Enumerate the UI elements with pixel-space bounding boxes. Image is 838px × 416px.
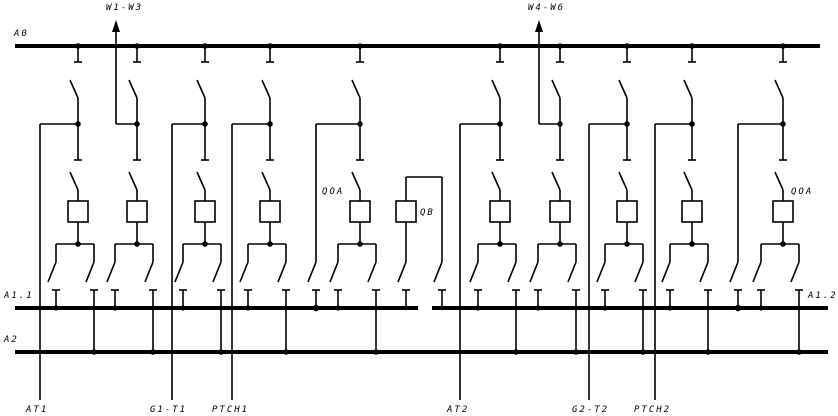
bus-a1-junction — [667, 305, 673, 311]
label-qb: QB — [420, 208, 435, 218]
incoming-line — [39, 123, 78, 400]
circuit-breaker — [126, 200, 148, 223]
label-g2-t2: G2-T2 — [572, 405, 609, 415]
bus-a2-junction — [150, 349, 156, 355]
incoming-line — [171, 123, 205, 400]
bus-a1-junction — [245, 305, 251, 311]
circuit-breaker — [259, 200, 281, 223]
outgoing-feeder — [112, 20, 137, 125]
label-ptch2: PTCH2 — [634, 405, 671, 415]
section-breaker — [395, 200, 417, 223]
feeder-bay — [752, 43, 803, 355]
feeder-bay — [47, 43, 98, 355]
bus-a1-junction — [112, 305, 118, 311]
incomer-group — [39, 20, 783, 400]
label-a1-2: A1.2 — [807, 291, 838, 301]
incoming-line — [231, 123, 270, 400]
bus-a2-junction — [640, 349, 646, 355]
label-ptch1: PTCH1 — [212, 405, 249, 415]
bay-group — [47, 43, 803, 355]
feeder-bay — [239, 43, 290, 355]
qoa-coupler — [729, 123, 783, 312]
bus-a2-junction — [373, 349, 379, 355]
feeder-bay — [329, 43, 380, 355]
bus-a2-junction — [91, 349, 97, 355]
circuit-breaker — [194, 200, 216, 223]
bus-a1-junction — [335, 305, 341, 311]
label-qoa-right: QOA — [791, 187, 813, 197]
arrow-head — [112, 20, 120, 32]
label-at2: AT2 — [446, 405, 469, 415]
feeder-bay — [174, 43, 225, 355]
outgoing-feeder — [535, 20, 560, 125]
circuit-breaker — [616, 200, 638, 223]
bus-a1-junction — [535, 305, 541, 311]
label-at1: AT1 — [25, 405, 48, 415]
incoming-line — [459, 123, 500, 400]
label-w4-w6: W4-W6 — [528, 3, 565, 13]
bus-a2-junction — [796, 349, 802, 355]
label-a2: A2 — [3, 335, 19, 345]
circuit-breaker — [349, 200, 371, 223]
coupler-junction — [312, 304, 320, 312]
bus-a1-junction — [758, 305, 764, 311]
circuit-breaker — [549, 200, 571, 223]
feeder-bay — [661, 43, 712, 355]
bus-a1-junction — [475, 305, 481, 311]
circuit-breaker — [772, 200, 794, 223]
bus-a2-junction — [705, 349, 711, 355]
feeder-bay — [596, 43, 647, 355]
arrow-head — [535, 20, 543, 32]
label-g1-t1: G1-T1 — [150, 405, 187, 415]
bus-a1-junction — [53, 305, 59, 311]
label-a1-1: A1.1 — [3, 291, 34, 301]
circuit-breaker — [681, 200, 703, 223]
feeder-bay — [469, 43, 520, 355]
bus-a2-junction — [283, 349, 289, 355]
incoming-line — [654, 123, 692, 400]
circuit-breaker — [489, 200, 511, 223]
bus-a1-junction — [602, 305, 608, 311]
label-a0: A0 — [13, 29, 29, 39]
bus-a2-junction — [513, 349, 519, 355]
label-w1-w3: W1-W3 — [106, 3, 143, 13]
bus-a1-junction — [180, 305, 186, 311]
bus-a2-junction — [573, 349, 579, 355]
coupler-junction — [734, 304, 742, 312]
label-qoa-left: QOA — [322, 187, 344, 197]
qb-section-breaker — [395, 176, 446, 308]
circuit-breaker — [67, 200, 89, 223]
incoming-line — [588, 123, 627, 400]
feeder-bay — [106, 43, 157, 355]
qoa-coupler — [307, 123, 360, 312]
bus-a2-junction — [218, 349, 224, 355]
feeder-bay — [529, 43, 580, 355]
